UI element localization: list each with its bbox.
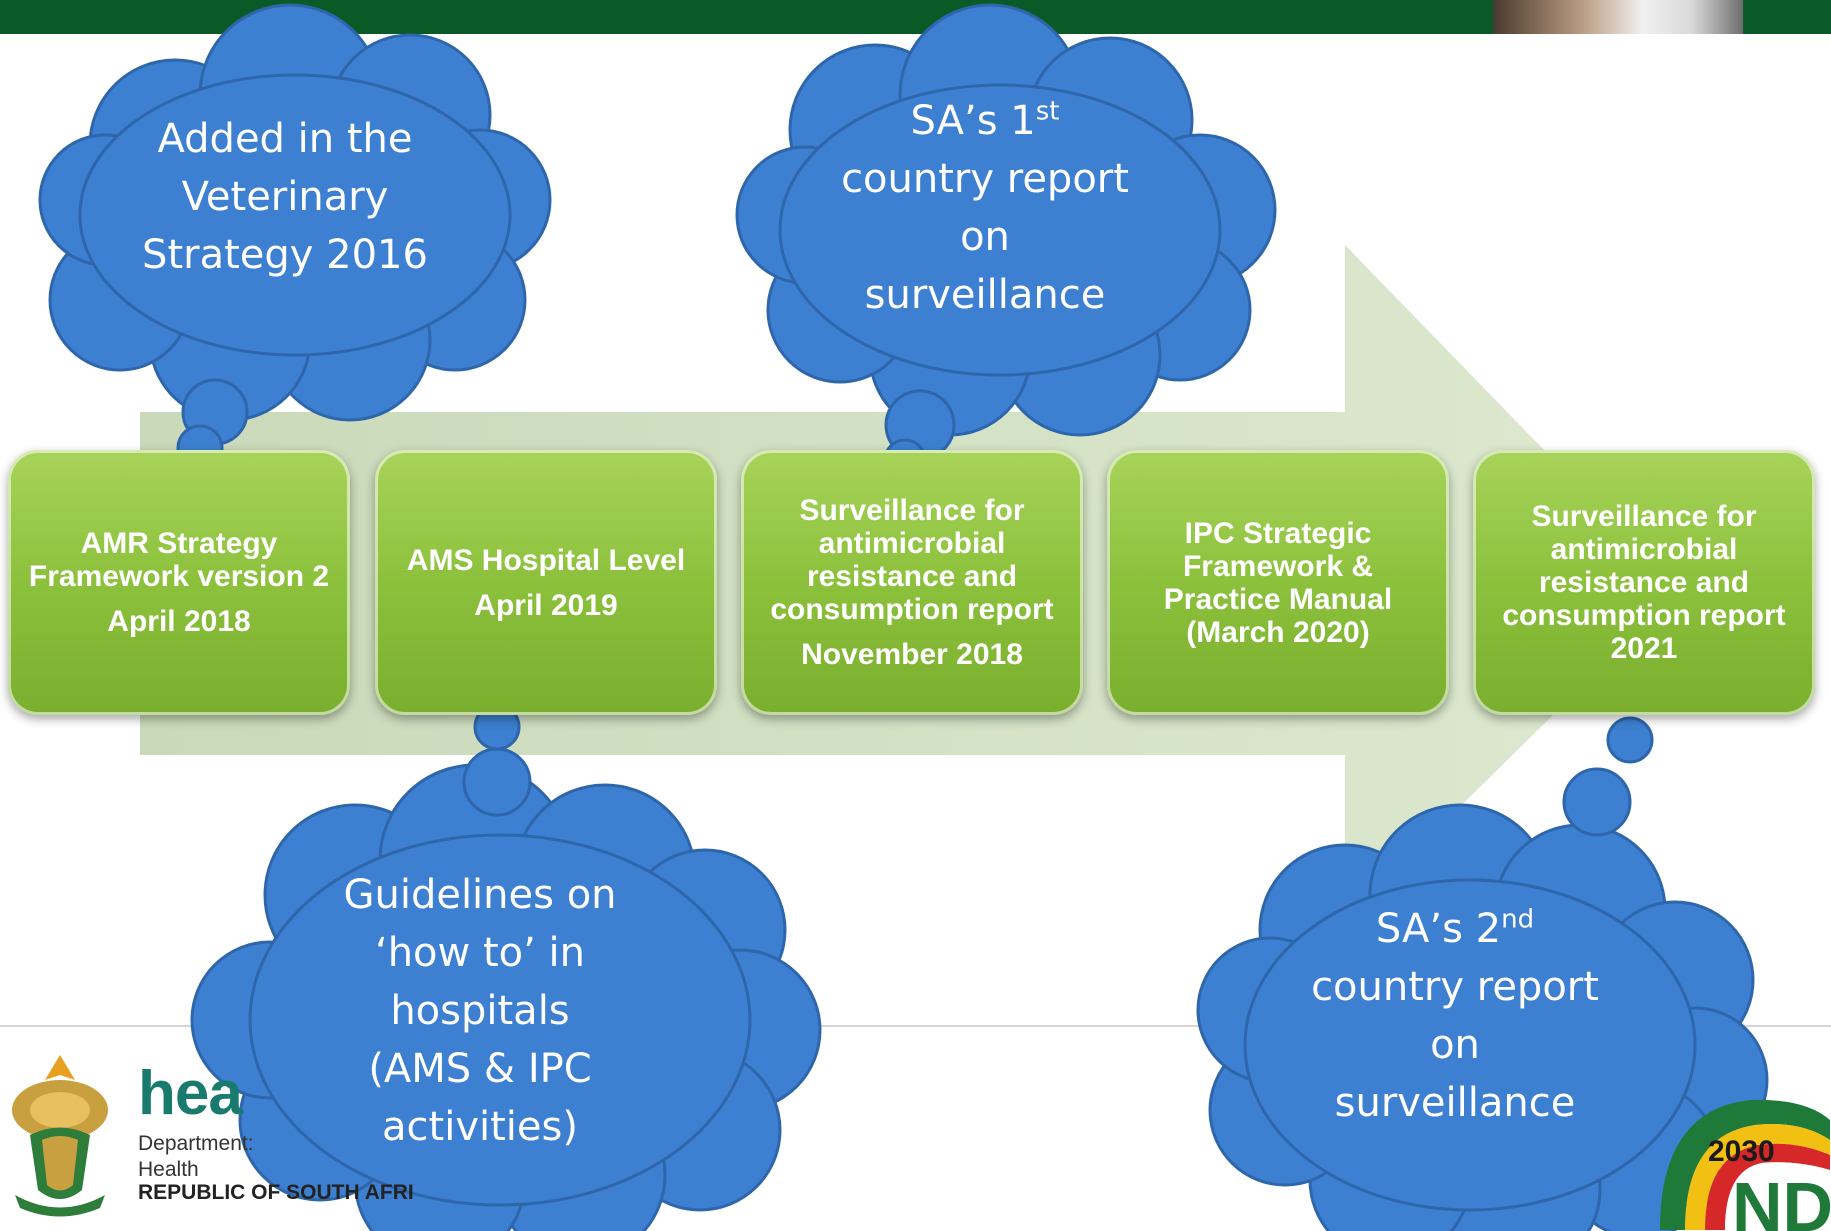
- timeline-box-ams-hospital: AMS Hospital Level April 2019: [375, 450, 717, 715]
- cloud-second-report-text: SA’s 2nd country report on surveillance: [1290, 900, 1620, 1132]
- cloud-guidelines-shape: [190, 763, 822, 1231]
- cloud-line: Guidelines on: [343, 872, 617, 918]
- ordinal-suffix: nd: [1501, 904, 1535, 935]
- health-wordmark: hea: [138, 1059, 243, 1128]
- cloud-line: on: [960, 214, 1010, 260]
- cloud-veterinary-text: Added in the Veterinary Strategy 2016: [120, 110, 450, 284]
- department-name: Health: [138, 1158, 199, 1181]
- ndp-2030-logo: NDP: [1660, 1099, 1831, 1231]
- cloud-line: SA’s 1: [910, 98, 1036, 144]
- timeline-box-surveillance-2021: Surveillance for antimicrobial resistanc…: [1473, 450, 1815, 715]
- box-title: AMS Hospital Level: [406, 543, 686, 577]
- cloud-guidelines-text: Guidelines on ‘how to’ in hospitals (AMS…: [315, 866, 645, 1156]
- ndp-letters: NDP: [1732, 1168, 1831, 1231]
- cloud-line: country report: [1311, 964, 1599, 1010]
- cloud-veterinary-shape: [38, 3, 552, 422]
- cloud-line: Veterinary: [181, 174, 389, 220]
- cloud-line: ‘how to’ in: [374, 930, 586, 976]
- cloud-line: surveillance: [864, 272, 1106, 318]
- ordinal-suffix: st: [1035, 96, 1060, 127]
- ndp-year: 2030: [1708, 1135, 1775, 1168]
- department-label: Department:: [138, 1132, 254, 1155]
- cloud-line: hospitals: [390, 988, 570, 1034]
- timeline-box-ipc-framework: IPC Strategic Framework & Practice Manua…: [1107, 450, 1449, 715]
- cloud-first-report-text: SA’s 1st country report on surveillance: [820, 92, 1150, 324]
- coat-of-arms-logo: [12, 1055, 108, 1217]
- cloud-line: (AMS & IPC: [368, 1046, 592, 1092]
- box-date: November 2018: [801, 638, 1023, 671]
- cloud-line: on: [1430, 1022, 1480, 1068]
- cloud-line: Added in the: [157, 116, 413, 162]
- cloud-line: SA’s 2: [1375, 906, 1502, 952]
- box-title: Surveillance for antimicrobial resistanc…: [770, 494, 1054, 626]
- cloud-line: activities): [382, 1104, 578, 1150]
- box-title: Surveillance for antimicrobial resistanc…: [1502, 500, 1786, 665]
- country-name: REPUBLIC OF SOUTH AFRI: [138, 1181, 414, 1204]
- cloud-line: surveillance: [1334, 1080, 1576, 1126]
- cloud-line: Strategy 2016: [142, 232, 428, 278]
- box-title: IPC Strategic Framework & Practice Manua…: [1163, 516, 1393, 649]
- footer-divider: [0, 1025, 1831, 1027]
- timeline-box-amr-strategy: AMR Strategy Framework version 2 April 2…: [8, 450, 350, 715]
- timeline-box-surveillance-2018: Surveillance for antimicrobial resistanc…: [741, 450, 1083, 715]
- cloud-line: country report: [841, 156, 1129, 202]
- box-title: AMR Strategy Framework version 2: [28, 527, 330, 593]
- header-photo: [1493, 0, 1743, 34]
- cloud-first-report-shape: [735, 3, 1277, 437]
- box-date: April 2019: [474, 588, 618, 622]
- box-date: April 2018: [107, 605, 251, 638]
